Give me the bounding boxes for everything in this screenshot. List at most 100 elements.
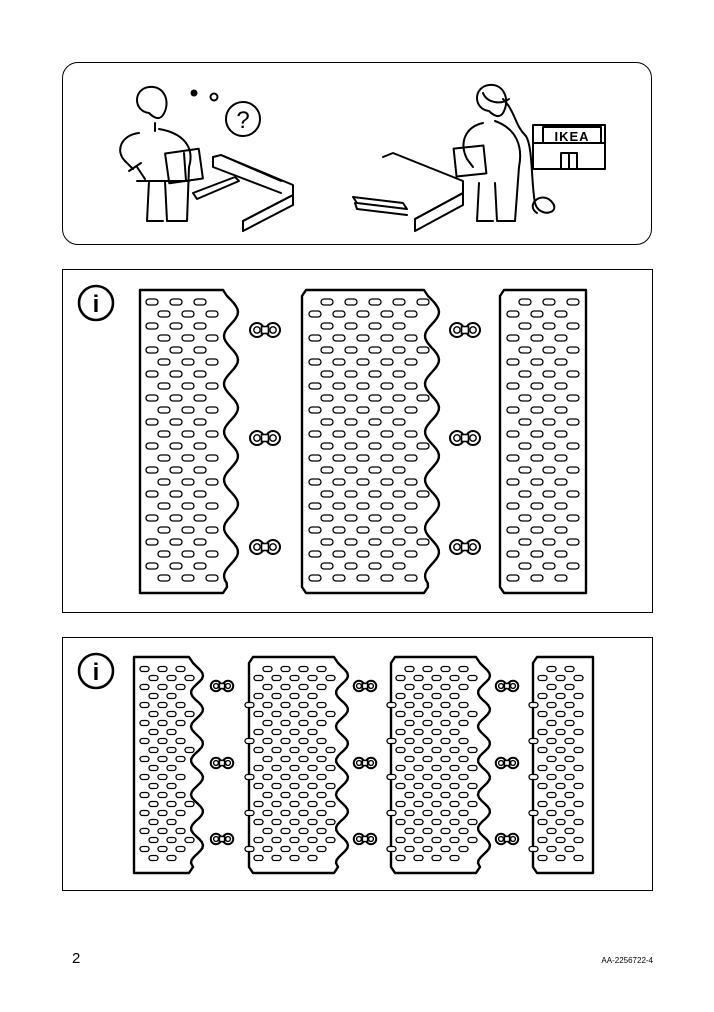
- perforation-slot: [193, 298, 207, 306]
- perforation-slot: [395, 746, 406, 754]
- thought-dot-icon: [190, 89, 198, 97]
- perforation-slot: [537, 692, 548, 700]
- perforation-slot: [422, 827, 433, 835]
- perforation-slot: [356, 478, 370, 486]
- perforation-slot: [554, 550, 568, 558]
- perforation-slot: [308, 358, 322, 366]
- perforation-slot: [307, 710, 318, 718]
- perforation-slot: [431, 728, 442, 736]
- perforation-slot: [262, 773, 273, 781]
- perforation-slot: [356, 550, 370, 558]
- perforation-slot: [422, 683, 433, 691]
- perforation-slot: [308, 550, 322, 558]
- perforation-slot: [380, 478, 394, 486]
- perforation-slot: [320, 298, 334, 306]
- perforation-slot: [244, 809, 255, 817]
- perforation-slot: [458, 755, 469, 763]
- perforation-slot: [320, 538, 334, 546]
- perforation-slot: [280, 845, 291, 853]
- perforation-slot: [169, 418, 183, 426]
- perforation-slot: [356, 430, 370, 438]
- perforation-slot: [449, 710, 460, 718]
- perforation-slot: [298, 845, 309, 853]
- perforation-slot: [316, 809, 327, 817]
- perforation-slot: [404, 406, 418, 414]
- perforation-slot: [145, 562, 159, 570]
- perforation-slot: [157, 358, 171, 366]
- perforation-slot: [555, 674, 566, 682]
- perforation-slot: [280, 755, 291, 763]
- perforation-slot: [566, 322, 580, 330]
- perforation-slot: [413, 746, 424, 754]
- perforation-slot: [537, 746, 548, 754]
- perforation-slot: [145, 370, 159, 378]
- perforation-slot: [308, 334, 322, 342]
- perforation-slot: [175, 755, 186, 763]
- perforation-slot: [308, 574, 322, 582]
- perforation-slot: [546, 809, 557, 817]
- perforation-slot: [431, 710, 442, 718]
- perforation-slot: [148, 728, 159, 736]
- perforation-slot: [564, 773, 575, 781]
- perforation-slot: [280, 827, 291, 835]
- perforation-slot: [316, 773, 327, 781]
- perforation-slot: [555, 746, 566, 754]
- perforation-slot: [157, 845, 168, 853]
- perforation-slot: [325, 800, 336, 808]
- perforation-slot: [413, 782, 424, 790]
- perforation-slot: [395, 674, 406, 682]
- perforation-slot: [573, 800, 584, 808]
- perforation-slot: [506, 550, 520, 558]
- perforation-slot: [422, 665, 433, 673]
- perforation-slot: [506, 358, 520, 366]
- perforation-slot: [289, 800, 300, 808]
- perforation-slot: [298, 701, 309, 709]
- perforation-slot: [573, 836, 584, 844]
- perforation-slot: [368, 394, 382, 402]
- perforation-slot: [518, 562, 532, 570]
- perforation-slot: [344, 298, 358, 306]
- perforation-slot: [271, 764, 282, 772]
- perforation-slot: [139, 773, 150, 781]
- perforation-slot: [566, 442, 580, 450]
- perforation-slot: [157, 526, 171, 534]
- perforation-slot: [344, 322, 358, 330]
- perforation-slot: [518, 442, 532, 450]
- perforation-slot: [542, 562, 556, 570]
- perforation-slot: [298, 809, 309, 817]
- perforation-slot: [458, 737, 469, 745]
- perforation-slot: [253, 710, 264, 718]
- perforation-slot: [344, 418, 358, 426]
- perforation-slot: [280, 809, 291, 817]
- perforation-slot: [139, 755, 150, 763]
- perforation-slot: [175, 773, 186, 781]
- perforation-slot: [546, 755, 557, 763]
- perforation-slot: [320, 346, 334, 354]
- perforation-slot: [542, 514, 556, 522]
- perforation-slot: [530, 478, 544, 486]
- perforation-slot: [145, 418, 159, 426]
- document-code: AA-2256722-4: [601, 956, 653, 965]
- perforation-slot: [157, 683, 168, 691]
- perforation-slot: [280, 737, 291, 745]
- perforation-slot: [537, 710, 548, 718]
- perforation-slot: [573, 710, 584, 718]
- perforation-slot: [193, 442, 207, 450]
- perforation-slot: [392, 298, 406, 306]
- perforation-slot: [528, 737, 539, 745]
- connector-clip-icon: [449, 430, 481, 446]
- perforation-slot: [537, 836, 548, 844]
- perforation-slot: [392, 322, 406, 330]
- perforation-slot: [356, 358, 370, 366]
- perforation-slot: [193, 490, 207, 498]
- perforation-slot: [413, 710, 424, 718]
- perforation-slot: [555, 710, 566, 718]
- perforation-slot: [332, 574, 346, 582]
- perforation-slot: [148, 764, 159, 772]
- perforation-slot: [205, 454, 219, 462]
- perforation-slot: [518, 538, 532, 546]
- perforation-slot: [344, 490, 358, 498]
- perforation-slot: [244, 773, 255, 781]
- perforation-slot: [320, 370, 334, 378]
- perforation-slot: [193, 370, 207, 378]
